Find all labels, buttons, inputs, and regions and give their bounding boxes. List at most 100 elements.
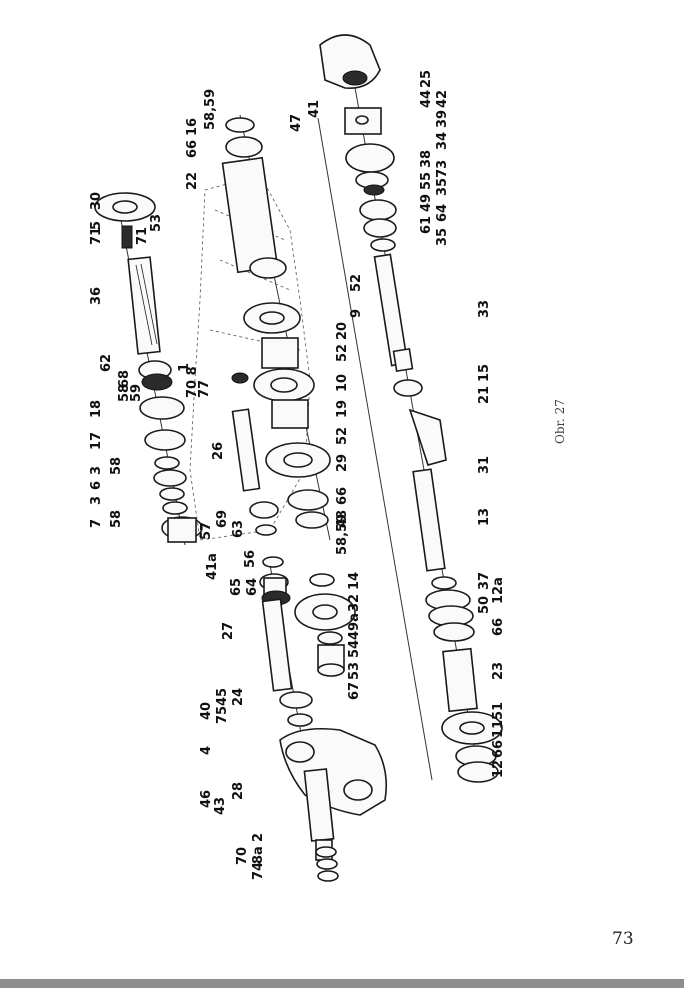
label-38: 38 (419, 150, 434, 168)
label-35: 35 (435, 228, 450, 246)
label-27: 27 (221, 622, 236, 640)
label-3: 3 (89, 466, 104, 475)
label-70-8: 70 8 (185, 366, 200, 398)
label-1: 1 (177, 363, 192, 372)
label-46: 46 (199, 790, 214, 808)
label-57: 57 (199, 522, 214, 540)
label-23: 23 (491, 662, 506, 680)
label-53: 53 (347, 662, 362, 680)
label-66: 66 (491, 740, 506, 758)
label-74: 74 (251, 862, 266, 880)
label-36: 36 (89, 287, 104, 305)
label-64: 64 (245, 578, 260, 596)
label-17: 17 (89, 432, 104, 450)
label-40: 40 (199, 702, 214, 720)
label-8a: 8a (251, 846, 266, 864)
label-69: 69 (215, 510, 230, 528)
label-52: 52 (335, 427, 350, 445)
label-59: 59 (129, 384, 144, 402)
label-12: 12 (491, 760, 506, 778)
shaft-27-shape (261, 598, 293, 692)
label-37: 37 (477, 572, 492, 590)
label-12a: 12a (491, 577, 506, 604)
label-33: 33 (477, 300, 492, 318)
label-66: 66 (491, 618, 506, 636)
label-49: 49 (419, 194, 434, 212)
label-64: 64 (435, 204, 450, 222)
label-4: 4 (199, 746, 214, 755)
label-28: 28 (231, 782, 246, 800)
label-67: 67 (347, 682, 362, 700)
cone-31-shape (408, 408, 447, 466)
label-29: 29 (335, 454, 350, 472)
label-32: 32 (347, 594, 362, 612)
middle-shaft-group (221, 114, 331, 541)
gear-18-shape (139, 396, 185, 420)
label-19: 19 (335, 400, 350, 418)
exploded-gearbox-diagram: 30 5 71 53 71 36 62 68 58 59 18 17 3 58 … (89, 34, 506, 882)
label-16: 16 (185, 118, 200, 136)
label-58: 58 (109, 510, 124, 528)
label-15: 15 (477, 364, 492, 382)
label-13: 13 (477, 508, 492, 526)
label-41: 41 (307, 100, 322, 118)
label-75: 75 (215, 706, 230, 724)
label-47: 47 (289, 114, 304, 132)
label-56: 56 (243, 550, 258, 568)
label-41a: 41a (205, 553, 220, 580)
label-21: 21 (477, 386, 492, 404)
label-42: 42 (435, 90, 450, 108)
label-30: 30 (89, 192, 104, 210)
label-9: 9 (349, 309, 364, 318)
label-6: 6 (89, 481, 104, 490)
label-71: 71 (135, 227, 150, 245)
label-24: 24 (231, 688, 246, 706)
reference-line (317, 117, 433, 781)
spring-shape (121, 225, 133, 249)
label-18: 18 (89, 400, 104, 418)
label-54: 54 (347, 640, 362, 658)
label-50: 50 (477, 596, 492, 614)
shaft-26-shape (231, 408, 261, 492)
label-48: 48 (335, 510, 350, 528)
label-44: 44 (419, 90, 434, 108)
label-45: 45 (215, 688, 230, 706)
label-66: 66 (335, 487, 350, 505)
label-61: 61 (419, 216, 434, 234)
part-labels: 30 5 71 53 71 36 62 68 58 59 18 17 3 58 … (89, 70, 506, 880)
shaft-22-shape (221, 156, 279, 274)
lower-left-shaft-group (259, 556, 388, 882)
shaft-13-shape (412, 468, 446, 572)
label-65: 65 (229, 578, 244, 596)
label-5: 5 (89, 221, 104, 230)
page-number: 73 (612, 929, 634, 949)
label-14: 14 (347, 572, 362, 590)
label-3: 3 (89, 496, 104, 505)
label-31: 31 (477, 456, 492, 474)
label-71: 71 (89, 227, 104, 245)
label-49a: 49a (347, 613, 362, 640)
label-34: 34 (435, 132, 450, 150)
gear-32-group (294, 573, 356, 677)
shaft-23-shape (442, 647, 478, 713)
label-3573: 3573 (435, 160, 450, 196)
label-58: 58 (109, 457, 124, 475)
label-51: 51 (491, 702, 506, 720)
label-52: 52 (349, 274, 364, 292)
label-7: 7 (89, 519, 104, 528)
label-58-59: 58,59 (203, 89, 218, 130)
label-68: 68 (117, 370, 132, 388)
label-62: 62 (99, 354, 114, 372)
label-66: 66 (185, 140, 200, 158)
label-58-59: 58,59 (335, 514, 350, 555)
hub-38-shape (345, 143, 395, 173)
label-39: 39 (435, 110, 450, 128)
gear-17-shape (144, 429, 186, 451)
label-22: 22 (185, 172, 200, 190)
label-11: 11 (491, 720, 506, 738)
label-52: 52 (335, 344, 350, 362)
label-77: 77 (197, 380, 212, 398)
label-53: 53 (149, 214, 164, 232)
shaft-33-shape (373, 253, 409, 367)
